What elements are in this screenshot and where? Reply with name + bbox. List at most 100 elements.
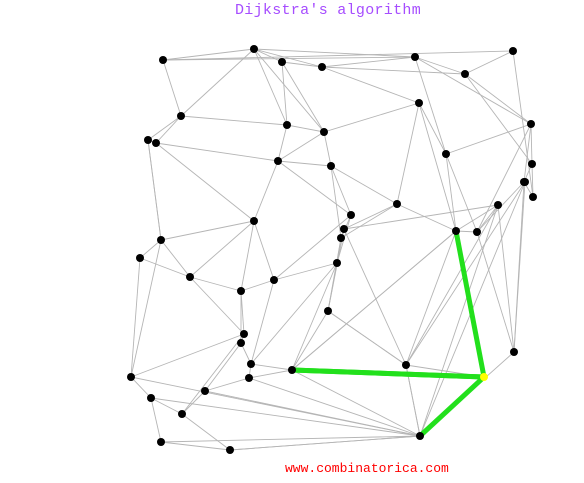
graph-edge xyxy=(273,262,338,281)
graph-edge xyxy=(323,102,420,133)
graph-edge xyxy=(248,369,293,379)
graph-edge xyxy=(250,262,338,365)
graph-edge xyxy=(189,220,255,278)
graph-edge xyxy=(330,165,352,216)
vertex-layer xyxy=(127,45,537,454)
graph-vertex xyxy=(337,234,345,242)
source-vertex xyxy=(480,373,488,381)
graph-edge xyxy=(330,165,342,239)
graph-edge xyxy=(240,290,245,335)
shortest-path-edge xyxy=(417,374,487,439)
graph-edge xyxy=(513,181,526,353)
graph-edge xyxy=(445,153,457,232)
graph-edge xyxy=(414,56,532,125)
graph-vertex xyxy=(442,150,450,158)
graph-edge xyxy=(340,203,398,239)
graph-edge xyxy=(323,131,332,167)
graph-edge xyxy=(281,61,325,133)
graph-vertex xyxy=(159,56,167,64)
graph-edge xyxy=(291,262,338,371)
graph-edge xyxy=(180,115,288,126)
graph-edge xyxy=(464,73,532,125)
graph-vertex xyxy=(274,157,282,165)
graph-edge xyxy=(445,123,532,155)
graph-vertex xyxy=(178,410,186,418)
graph-vertex xyxy=(186,273,194,281)
footer-url[interactable]: www.combinatorica.com xyxy=(285,461,449,476)
graph-edge xyxy=(464,73,533,165)
graph-edge xyxy=(253,160,279,222)
graph-edge xyxy=(248,377,421,437)
graph-vertex xyxy=(127,373,135,381)
graph-edge xyxy=(291,230,457,371)
graph-edge xyxy=(281,61,323,68)
graph-edge xyxy=(250,363,293,371)
graph-edge xyxy=(160,220,255,241)
graph-edge xyxy=(130,376,152,399)
graph-edge xyxy=(286,124,325,133)
graph-edge xyxy=(150,397,421,437)
graph-vertex xyxy=(333,259,341,267)
graph-edge xyxy=(531,163,534,198)
graph-edge xyxy=(253,48,323,68)
graph-edge xyxy=(155,142,279,162)
graph-edge xyxy=(150,397,162,443)
graph-vertex xyxy=(237,339,245,347)
graph-vertex xyxy=(340,225,348,233)
graph-edge xyxy=(162,50,514,61)
graph-edge xyxy=(204,377,250,392)
graph-edge xyxy=(343,228,407,366)
graph-edge xyxy=(405,230,457,366)
graph-vertex xyxy=(250,217,258,225)
graph-vertex xyxy=(509,47,517,55)
graph-edge xyxy=(396,102,420,205)
graph-edge xyxy=(139,239,162,259)
graph-vertex xyxy=(461,70,469,78)
graph-edge xyxy=(277,160,332,167)
graph-edge xyxy=(160,435,421,443)
graph-vertex xyxy=(177,112,185,120)
graph-edge xyxy=(253,48,416,58)
graph-edge xyxy=(181,390,206,415)
graph-vertex xyxy=(416,432,424,440)
graph-edge xyxy=(139,257,191,278)
graph-edge xyxy=(476,123,532,233)
graph-vertex xyxy=(393,200,401,208)
graph-edge xyxy=(253,48,283,63)
graph-vertex xyxy=(473,228,481,236)
graph-edge xyxy=(396,203,457,232)
graph-edge xyxy=(321,66,466,75)
graph-edge xyxy=(343,204,499,230)
graph-edge xyxy=(277,160,352,216)
graph-edge xyxy=(160,441,231,451)
path-layer xyxy=(289,228,487,439)
graph-edge xyxy=(155,115,182,144)
graph-vertex xyxy=(411,53,419,61)
graph-edge xyxy=(464,50,514,75)
graph-edge xyxy=(523,123,532,183)
graph-edge xyxy=(277,124,288,162)
graph-vertex xyxy=(136,254,144,262)
graph-vertex xyxy=(283,121,291,129)
graph-edge xyxy=(130,333,245,378)
graph-vertex xyxy=(245,374,253,382)
graph-edge xyxy=(204,390,421,437)
graph-vertex xyxy=(529,193,537,201)
graph-vertex xyxy=(510,348,518,356)
graph-edge xyxy=(189,276,245,335)
graph-edge xyxy=(418,102,447,155)
graph-vertex xyxy=(144,136,152,144)
graph-edge xyxy=(277,131,325,162)
graph-edge xyxy=(321,56,416,68)
graph-edge xyxy=(150,397,183,415)
graph-edge xyxy=(291,310,329,371)
graph-edge xyxy=(476,204,499,233)
graph-edge xyxy=(250,279,275,365)
graph-edge xyxy=(281,61,288,126)
graph-vertex xyxy=(347,211,355,219)
graph-vertex xyxy=(494,201,502,209)
graph-vertex xyxy=(240,330,248,338)
graph-edge xyxy=(253,220,275,281)
graph-edge xyxy=(343,203,398,230)
graph-edge xyxy=(291,369,421,437)
